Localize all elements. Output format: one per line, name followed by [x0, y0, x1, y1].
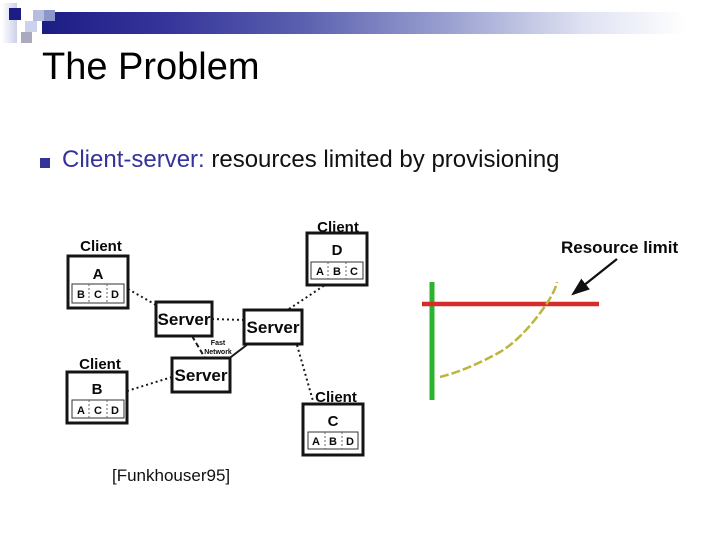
- client-a-caption: Client: [80, 238, 122, 255]
- fast-network-label: Fast Network: [204, 340, 232, 356]
- client-c-item-2: D: [346, 436, 354, 448]
- bullet-rest-text: resources limited by provisioning: [204, 146, 560, 173]
- fast-network-line1: Fast: [211, 340, 226, 347]
- link-clientB-server3: [126, 376, 173, 392]
- server-1-label: Server: [158, 310, 211, 329]
- deco-square-gray: [21, 32, 32, 43]
- client-a-cache-row: [71, 283, 125, 304]
- resource-limit-chart: Resource limit: [422, 238, 678, 401]
- client-c-cache-row: [307, 431, 359, 450]
- resource-demand-curve: [439, 281, 559, 379]
- server-1-box: [154, 300, 214, 338]
- client-b: Client B A C D: [65, 356, 129, 425]
- server-2-box: [242, 308, 304, 346]
- client-c: Client C A B D: [301, 389, 365, 457]
- client-b-name: B: [92, 381, 103, 398]
- link-server2-clientD: [288, 284, 326, 310]
- link-server2-clientC: [296, 344, 314, 402]
- client-a-item-0: B: [77, 289, 85, 301]
- client-d-item-1: B: [333, 266, 341, 278]
- client-d-cache-row: [310, 261, 364, 280]
- client-d-item-2: C: [350, 266, 358, 278]
- deco-square-lavender: [33, 10, 44, 21]
- client-b-cache-row: [71, 399, 125, 419]
- server-3: Server: [170, 356, 232, 394]
- client-b-caption: Client: [79, 356, 121, 373]
- server-2: Server: [242, 308, 304, 346]
- deco-square-navy: [9, 8, 21, 20]
- client-c-item-0: A: [312, 436, 320, 448]
- client-b-item-0: A: [77, 405, 85, 417]
- client-d-item-0: A: [316, 266, 324, 278]
- server-1: Server: [154, 300, 214, 338]
- page-title: The Problem: [42, 46, 260, 88]
- client-server-diagram: Client A B C D Client D A B C Client B: [65, 219, 369, 457]
- link-server1-server2: [211, 318, 245, 321]
- bullet-lead-text: Client-server:: [62, 146, 205, 173]
- client-a: Client A B C D: [66, 238, 130, 310]
- bullet-square-icon: [40, 158, 50, 168]
- client-d-name: D: [332, 242, 343, 259]
- bullet-line: Client-server: resources limited by prov…: [40, 146, 560, 176]
- bullet-text: Client-server: resources limited by prov…: [62, 146, 560, 174]
- link-server1-server3: [191, 335, 206, 359]
- client-b-item-1: C: [94, 405, 102, 417]
- citation: [Funkhouser95]: [112, 466, 231, 485]
- resource-limit-annotation: Resource limit: [561, 238, 678, 257]
- server-3-box: [170, 356, 232, 394]
- client-a-item-2: D: [111, 289, 119, 301]
- server-2-label: Server: [247, 318, 300, 337]
- link-clientA-server1: [127, 288, 157, 306]
- deco-square-light: [25, 21, 37, 32]
- fast-network-line2: Network: [204, 349, 232, 356]
- client-b-item-2: D: [111, 405, 119, 417]
- header-gradient-bar: [42, 12, 720, 34]
- deco-square-slate: [44, 10, 55, 21]
- client-c-caption: Client: [315, 389, 357, 406]
- client-c-item-1: B: [329, 436, 337, 448]
- client-a-item-1: C: [94, 289, 102, 301]
- client-c-name: C: [328, 413, 339, 430]
- server-3-label: Server: [175, 366, 228, 385]
- client-a-name: A: [93, 266, 104, 283]
- client-d: Client D A B C: [305, 219, 369, 287]
- annotation-arrow: [571, 258, 618, 296]
